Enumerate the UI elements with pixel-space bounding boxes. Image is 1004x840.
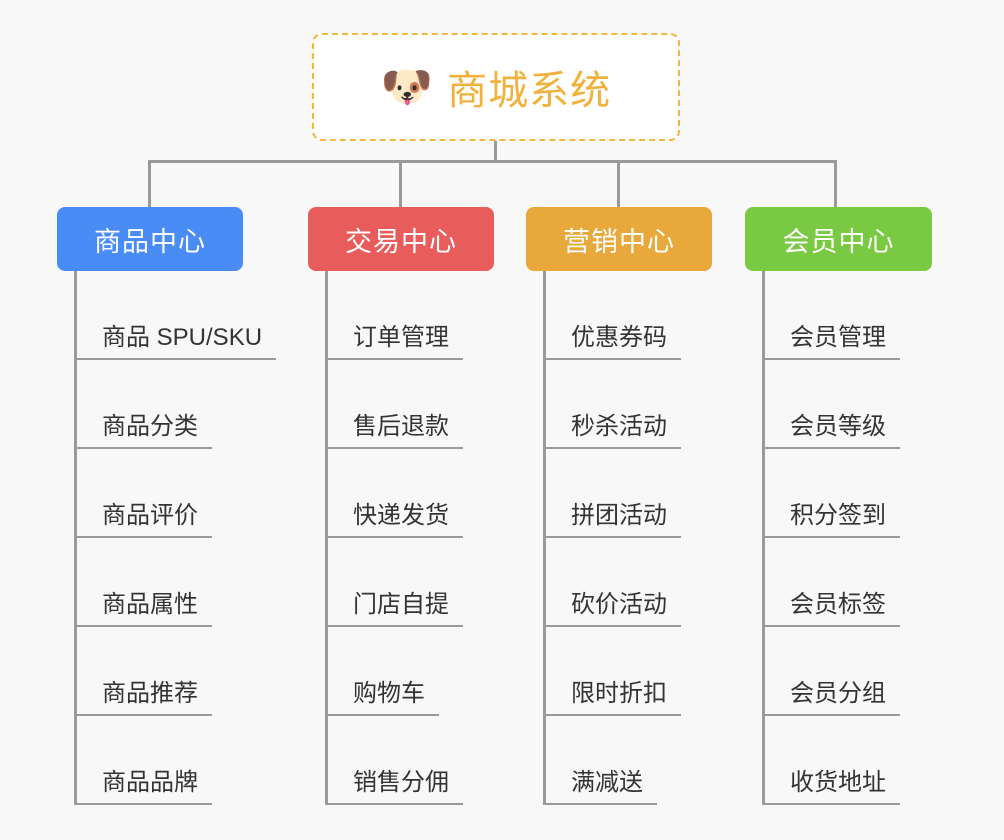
- horizontal-bus-connector: [148, 160, 834, 163]
- list-item[interactable]: 商品推荐: [57, 627, 282, 716]
- list-item[interactable]: 优惠券码: [526, 271, 726, 360]
- leaf-label: 售后退款: [325, 412, 463, 449]
- root-node[interactable]: 🐶 商城系统: [312, 33, 680, 141]
- leaf-label: 商品推荐: [74, 679, 212, 716]
- leaf-list-2: 订单管理 售后退款 快递发货 门店自提 购物车 销售分佣: [308, 271, 508, 805]
- list-item[interactable]: 购物车: [308, 627, 508, 716]
- leaf-label: 商品分类: [74, 412, 212, 449]
- branch-trunk-3: [543, 271, 546, 805]
- leaf-label: 优惠券码: [543, 323, 681, 360]
- leaf-label: 拼团活动: [543, 501, 681, 538]
- list-item[interactable]: 商品 SPU/SKU: [57, 271, 282, 360]
- branch-header-label: 商品中心: [94, 226, 206, 257]
- list-item[interactable]: 砍价活动: [526, 538, 726, 627]
- branch-header-4[interactable]: 会员中心: [745, 207, 932, 271]
- list-item[interactable]: 门店自提: [308, 538, 508, 627]
- list-item[interactable]: 会员标签: [745, 538, 945, 627]
- leaf-label: 积分签到: [762, 501, 900, 538]
- branch-header-1[interactable]: 商品中心: [57, 207, 243, 271]
- leaf-label: 商品评价: [74, 501, 212, 538]
- list-item[interactable]: 会员管理: [745, 271, 945, 360]
- list-item[interactable]: 售后退款: [308, 360, 508, 449]
- leaf-list-1: 商品 SPU/SKU 商品分类 商品评价 商品属性 商品推荐 商品品牌: [57, 271, 282, 805]
- branch-column-2: 交易中心 订单管理 售后退款 快递发货 门店自提 购物车 销售分佣: [308, 207, 508, 805]
- branch-header-2[interactable]: 交易中心: [308, 207, 494, 271]
- leaf-label: 会员标签: [762, 590, 900, 627]
- branch-trunk-4: [762, 271, 765, 805]
- leaf-label: 订单管理: [325, 323, 463, 360]
- leaf-label: 会员管理: [762, 323, 900, 360]
- list-item[interactable]: 拼团活动: [526, 449, 726, 538]
- leaf-label: 销售分佣: [325, 768, 463, 805]
- leaf-label: 砍价活动: [543, 590, 681, 627]
- list-item[interactable]: 会员等级: [745, 360, 945, 449]
- branch-header-label: 会员中心: [782, 226, 895, 257]
- branch-column-4: 会员中心 会员管理 会员等级 积分签到 会员标签 会员分组 收货地址: [745, 207, 945, 805]
- list-item[interactable]: 会员分组: [745, 627, 945, 716]
- list-item[interactable]: 销售分佣: [308, 716, 508, 805]
- list-item[interactable]: 商品分类: [57, 360, 282, 449]
- list-item[interactable]: 满减送: [526, 716, 726, 805]
- leaf-label: 快递发货: [325, 501, 463, 538]
- branch-trunk-2: [325, 271, 328, 805]
- leaf-label: 商品品牌: [74, 768, 212, 805]
- leaf-list-3: 优惠券码 秒杀活动 拼团活动 砍价活动 限时折扣 满减送: [526, 271, 726, 805]
- list-item[interactable]: 限时折扣: [526, 627, 726, 716]
- dog-face-icon: 🐶: [380, 63, 434, 110]
- root-title: 商城系统: [447, 69, 612, 113]
- list-item[interactable]: 秒杀活动: [526, 360, 726, 449]
- list-item[interactable]: 订单管理: [308, 271, 508, 360]
- list-item[interactable]: 快递发货: [308, 449, 508, 538]
- leaf-list-4: 会员管理 会员等级 积分签到 会员标签 会员分组 收货地址: [745, 271, 945, 805]
- leaf-label: 购物车: [325, 679, 439, 716]
- branch-trunk-1: [74, 271, 77, 805]
- list-item[interactable]: 收货地址: [745, 716, 945, 805]
- root-stem-connector: [494, 141, 497, 163]
- list-item[interactable]: 商品品牌: [57, 716, 282, 805]
- branch-drop-connector-2: [399, 160, 402, 208]
- leaf-label: 商品 SPU/SKU: [74, 323, 277, 360]
- branch-header-label: 交易中心: [345, 226, 457, 257]
- branch-column-3: 营销中心 优惠券码 秒杀活动 拼团活动 砍价活动 限时折扣 满减送: [526, 207, 726, 805]
- branch-drop-connector-1: [148, 160, 151, 208]
- branch-drop-connector-3: [617, 160, 620, 208]
- leaf-label: 秒杀活动: [543, 412, 681, 449]
- branch-drop-connector-4: [834, 160, 837, 208]
- leaf-label: 商品属性: [74, 590, 212, 627]
- leaf-label: 会员等级: [762, 412, 900, 449]
- list-item[interactable]: 商品评价: [57, 449, 282, 538]
- list-item[interactable]: 商品属性: [57, 538, 282, 627]
- leaf-label: 门店自提: [325, 590, 463, 627]
- leaf-label: 收货地址: [762, 768, 900, 805]
- branch-header-3[interactable]: 营销中心: [526, 207, 712, 271]
- branch-column-1: 商品中心 商品 SPU/SKU 商品分类 商品评价 商品属性 商品推荐 商品品牌: [57, 207, 282, 805]
- leaf-label: 满减送: [543, 768, 657, 805]
- leaf-label: 会员分组: [762, 679, 900, 716]
- branch-header-label: 营销中心: [563, 226, 675, 257]
- leaf-label: 限时折扣: [543, 679, 681, 716]
- list-item[interactable]: 积分签到: [745, 449, 945, 538]
